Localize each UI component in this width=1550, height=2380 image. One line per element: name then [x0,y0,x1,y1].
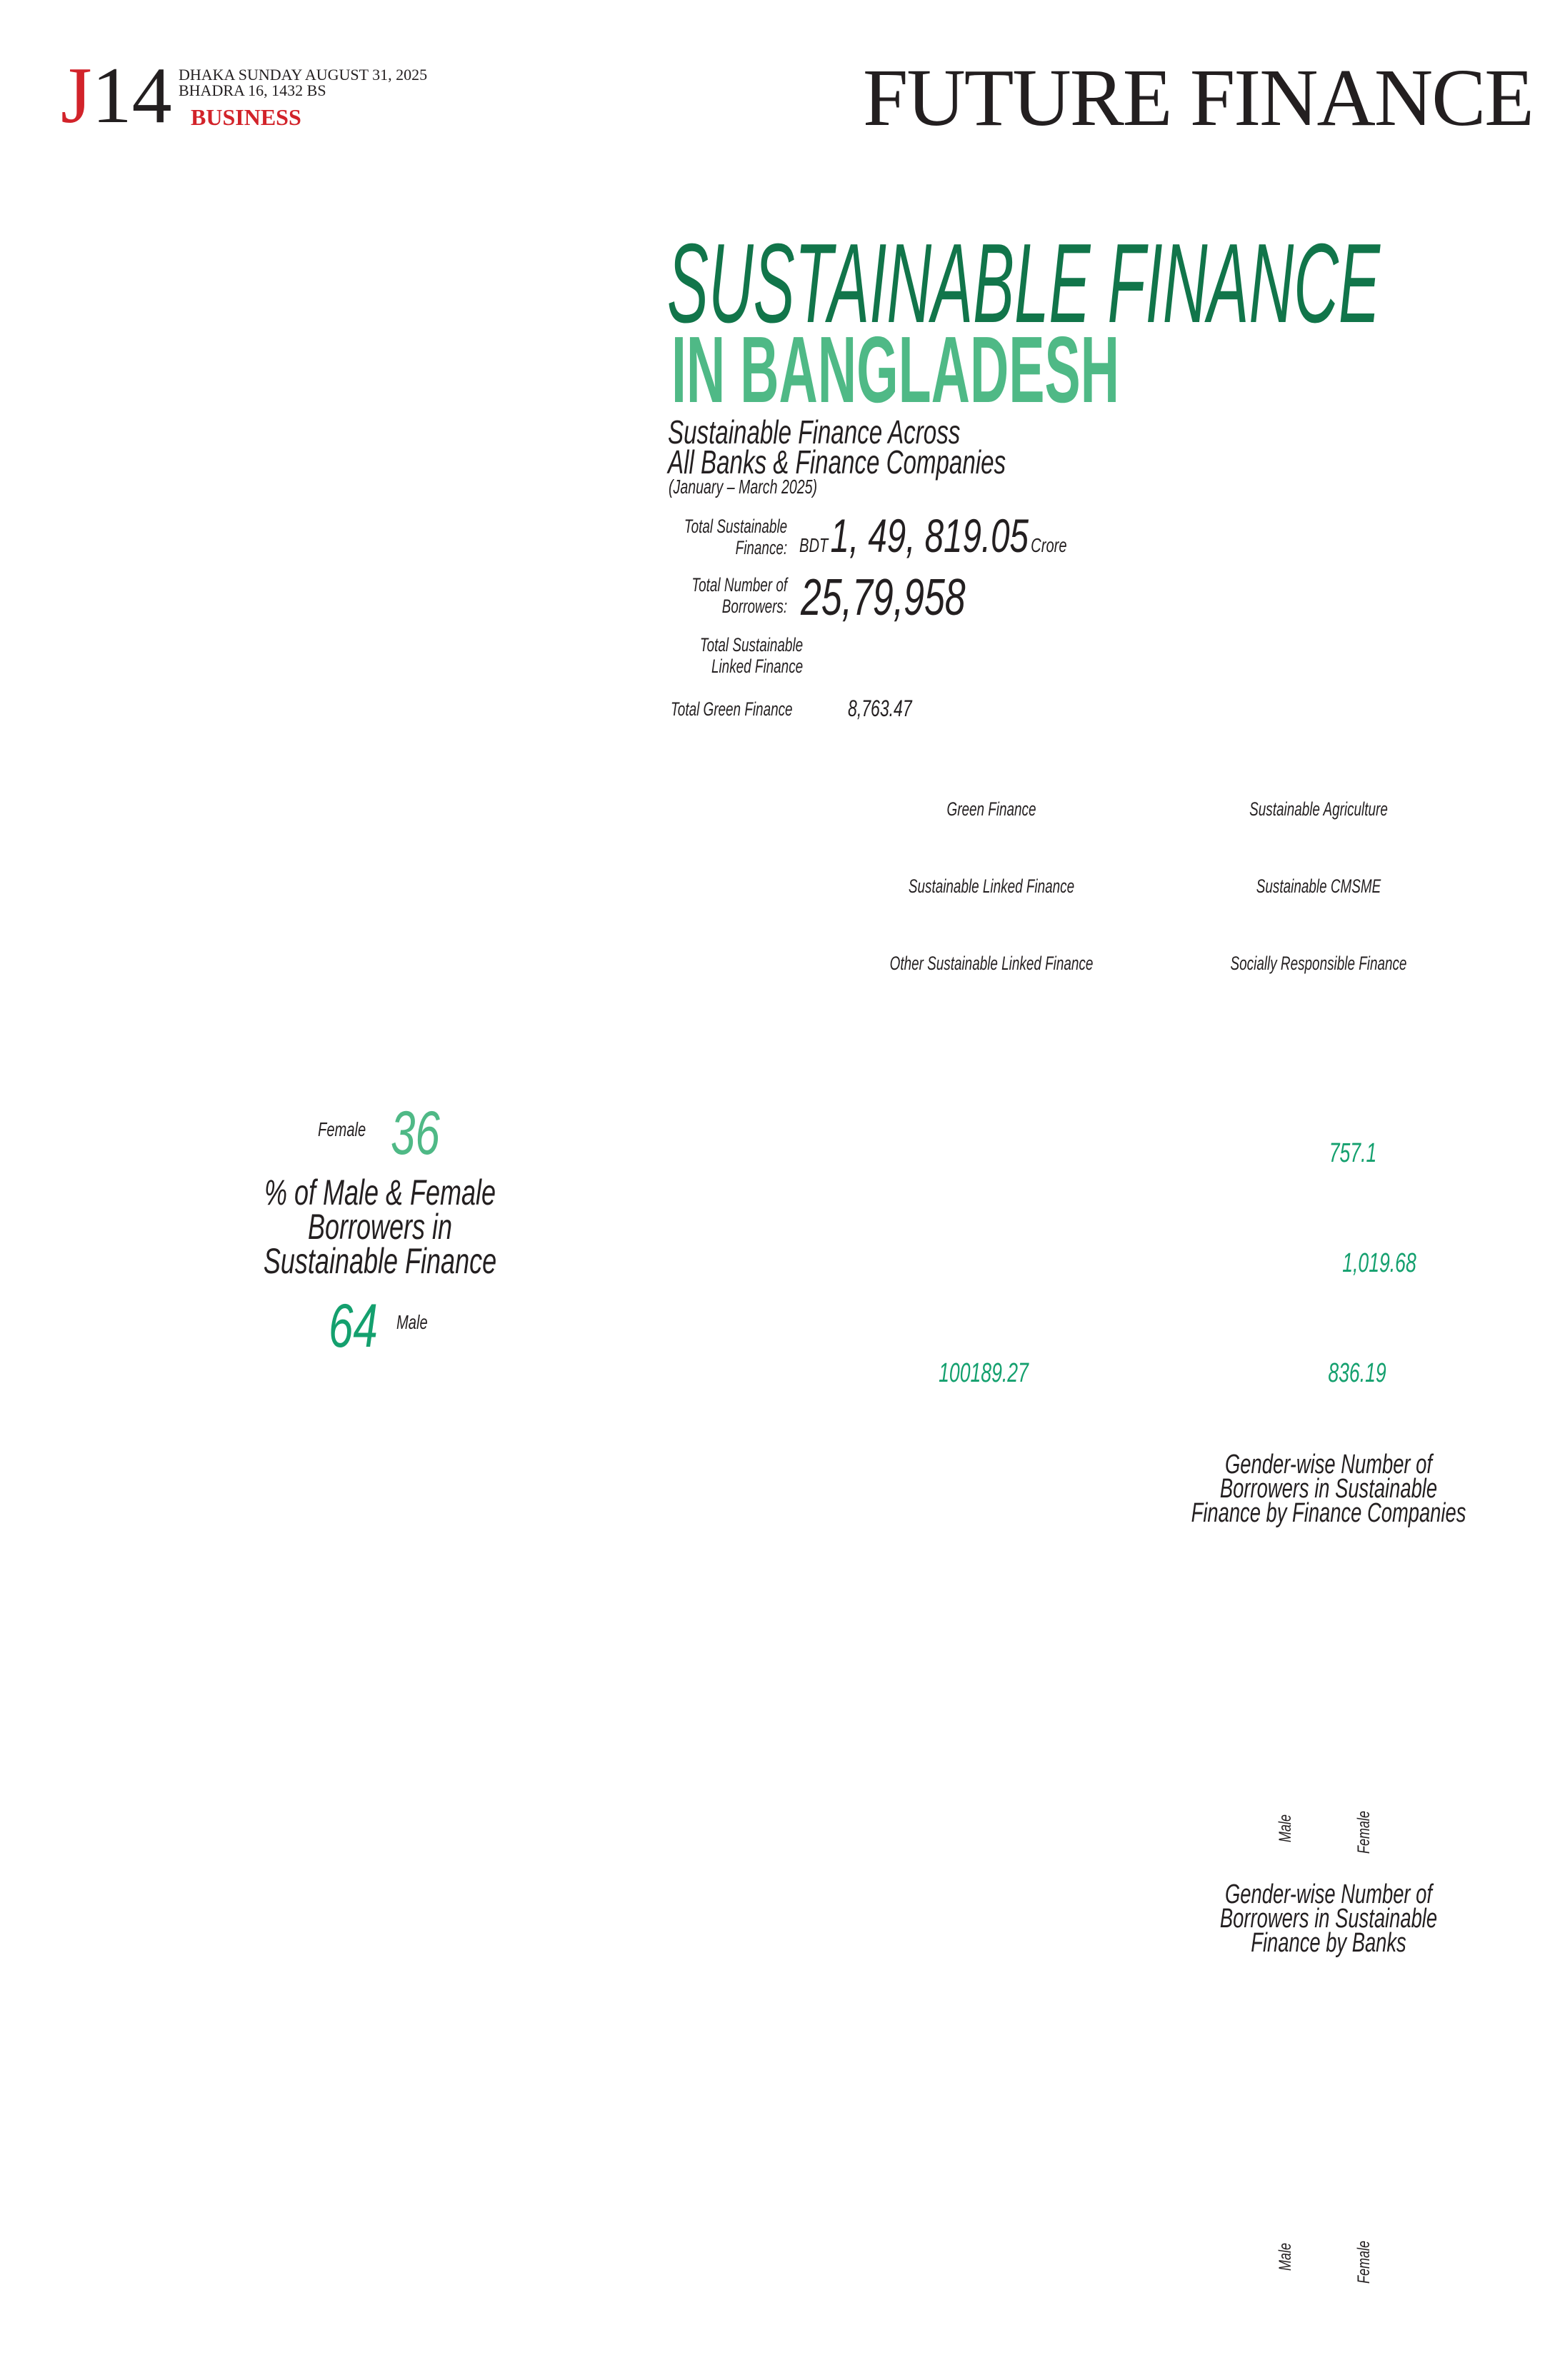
gender-share-title: % of Male & Female Borrowers in Sustaina… [263,1173,497,1281]
date-line: DHAKA SUNDAY AUGUST 31, 2025 [179,66,428,84]
title-line: Borrowers in [307,1207,453,1247]
category-sustainable-linked-finance: Sustainable Linked Finance [908,875,1075,897]
value-socially-responsible: 836.19 [1328,1358,1386,1388]
label-line: Total Sustainable [684,516,787,537]
currency: BDT [799,534,829,556]
female-percent: 36 [391,1099,440,1168]
male-label: Male [396,1311,428,1333]
value-sustainable-cmsme: 1,019.68 [1342,1248,1416,1278]
dateline: DHAKA SUNDAY AUGUST 31, 2025 BHADRA 16, … [179,67,427,99]
value-other-linked-finance: 100189.27 [939,1358,1029,1388]
title-line: Borrowers in Sustainable [1219,1904,1438,1934]
title-line: Borrowers in Sustainable [1219,1474,1438,1504]
section-label: BUSINESS [191,104,301,130]
page-number: 14 [91,51,172,140]
bank-male-label: Male [1276,2242,1295,2271]
green-finance-value: 8,763.47 [848,696,912,721]
page-number-logo: J14 [61,56,172,136]
title-line: Gender-wise Number of [1225,1879,1432,1909]
summary-title: Sustainable Finance Across All Banks & F… [668,413,1006,481]
headline-line1: SUSTAINABLE FINANCE [667,221,1380,346]
supplement-title: FUTURE FINANCE [863,52,1534,143]
category-green-finance: Green Finance [946,798,1036,820]
title-line: % of Male & Female [264,1173,496,1212]
unit: Crore [1031,534,1067,556]
green-finance-label: Total Green Finance [671,698,793,720]
summary-title-line2: All Banks & Finance Companies [668,443,1006,481]
female-label: Female [318,1118,366,1140]
label-line: Linked Finance [711,656,803,677]
label-line: Total Number of [691,574,787,596]
fc-chart-title: Gender-wise Number of Borrowers in Susta… [1191,1450,1466,1528]
value-sustainable-agriculture: 757.1 [1329,1138,1377,1168]
category-socially-responsible-finance: Socially Responsible Finance [1230,953,1407,974]
fc-male-label: Male [1276,1814,1295,1842]
headline-line2: IN BANGLADESH [671,317,1120,422]
bank-female-label: Female [1354,2240,1374,2284]
category-sustainable-agriculture: Sustainable Agriculture [1249,798,1388,820]
summary-period: (January – March 2025) [669,476,818,498]
label-line: Finance: [735,537,787,558]
title-line: Finance by Finance Companies [1191,1498,1466,1528]
total-finance-value-group: BDT 1, 49, 819.05 Crore [799,508,1067,563]
category-other-sustainable-linked-finance: Other Sustainable Linked Finance [889,953,1094,974]
fc-female-label: Female [1354,1810,1374,1854]
title-line: Gender-wise Number of [1225,1450,1432,1480]
label-line: Total Sustainable [699,634,803,656]
page-letter: J [61,51,92,140]
bank-chart-title: Gender-wise Number of Borrowers in Susta… [1219,1879,1438,1958]
category-sustainable-cmsme: Sustainable CMSME [1256,875,1381,897]
linked-finance-label: Total Sustainable Linked Finance [700,634,803,677]
borrowers-value: 25,79,958 [801,569,966,626]
title-line: Finance by Banks [1251,1928,1406,1958]
label-line: Borrowers: [721,596,787,617]
bangla-date: BHADRA 16, 1432 BS [179,81,326,99]
borrowers-label: Total Number of Borrowers: [691,574,787,617]
male-percent: 64 [329,1292,378,1360]
title-line: Sustainable Finance [263,1241,497,1281]
total-finance-label: Total Sustainable Finance: [684,516,787,558]
total-finance-value: 1, 49, 819.05 [830,509,1029,562]
summary-title-line1: Sustainable Finance Across [668,413,961,451]
